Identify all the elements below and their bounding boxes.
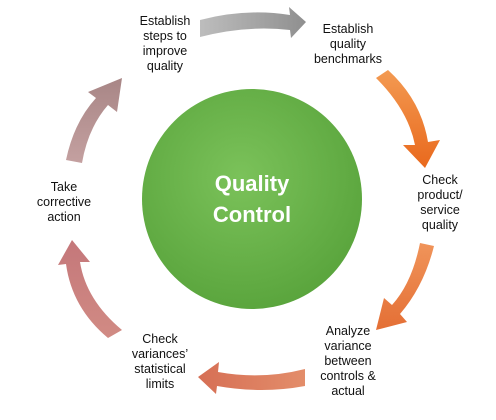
- step-establish-steps: Establish steps to improve quality: [125, 14, 205, 74]
- cycle-arrow-right-lower: [376, 243, 434, 330]
- step-1-line-4: quality: [146, 59, 184, 73]
- step-take-corrective-action: Take corrective action: [24, 180, 104, 225]
- step-1-line-2: steps to: [143, 29, 187, 43]
- step-5-line-3: statistical: [134, 362, 186, 376]
- step-6-line-1: Take: [50, 180, 78, 194]
- step-4-line-2: variance: [324, 339, 372, 353]
- step-1-line-1: Establish: [139, 14, 191, 28]
- cycle-arrow-right-upper: [376, 70, 440, 168]
- step-5-line-1: Check: [142, 332, 178, 346]
- step-2-line-3: benchmarks: [313, 52, 383, 66]
- cycle-arrow-top: [200, 7, 306, 38]
- step-5-line-2: variances’: [131, 347, 189, 361]
- step-6-line-2: corrective: [36, 195, 92, 209]
- cycle-arrow-left-upper: [66, 78, 122, 163]
- step-4-line-5: actual: [331, 384, 365, 398]
- step-2-line-1: Establish: [322, 22, 374, 36]
- step-check-statistical-limits: Check variances’ statistical limits: [118, 332, 202, 392]
- step-3-line-3: service: [420, 203, 460, 217]
- step-analyze-variance: Analyze variance between controls & actu…: [308, 324, 388, 399]
- center-circle: [142, 89, 362, 309]
- step-3-line-4: quality: [421, 218, 459, 232]
- step-4-line-1: Analyze: [325, 324, 371, 338]
- step-2-line-2: quality: [329, 37, 367, 51]
- step-4-line-4: controls &: [320, 369, 376, 383]
- step-establish-benchmarks: Establish quality benchmarks: [300, 22, 396, 67]
- step-3-line-2: product/: [417, 188, 463, 202]
- step-3-line-1: Check: [422, 173, 458, 187]
- step-6-line-3: action: [47, 210, 81, 224]
- step-5-line-4: limits: [145, 377, 175, 391]
- cycle-arrow-bottom: [198, 362, 305, 394]
- step-1-line-3: improve: [142, 44, 188, 58]
- step-4-line-3: between: [324, 354, 372, 368]
- cycle-arrow-left-lower: [58, 240, 122, 338]
- step-check-product-quality: Check product/ service quality: [400, 173, 480, 233]
